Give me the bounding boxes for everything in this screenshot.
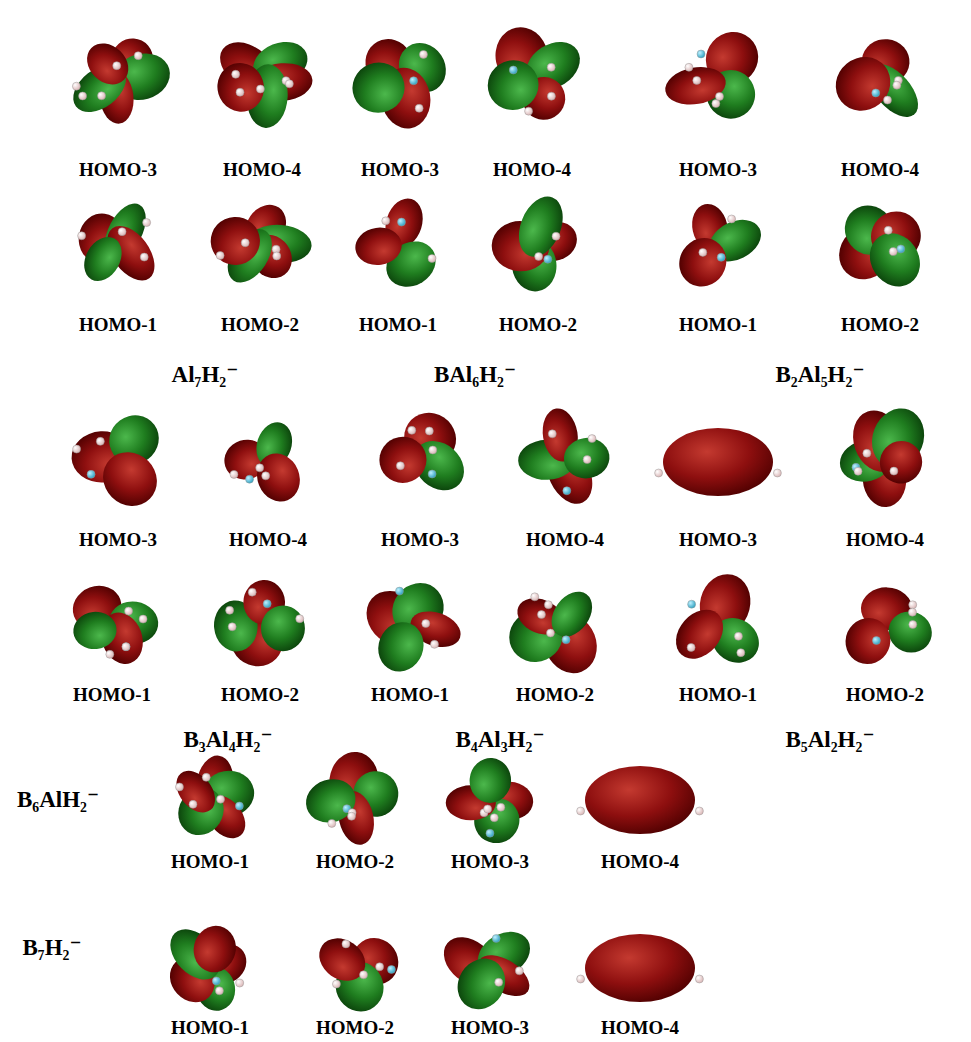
cluster-formula: BAl₆H₂⁻ (434, 362, 516, 387)
orbital-isosurface (670, 200, 768, 295)
orbital-label: HOMO-2 (221, 685, 299, 706)
cluster-formula: B₄Al₃H₂⁻ (455, 727, 544, 752)
cluster-formula: Al₇H₂⁻ (172, 362, 239, 387)
orbital-label: HOMO-2 (221, 315, 299, 336)
orbital-label: HOMO-4 (493, 160, 571, 181)
orbital-isosurface (825, 37, 927, 126)
orbital-label: HOMO-4 (229, 530, 307, 551)
cluster-formula: B₇H₂⁻ (22, 935, 81, 960)
orbital-label: HOMO-2 (316, 1018, 394, 1039)
orbital-label: HOMO-2 (846, 685, 924, 706)
orbital-isosurface (355, 573, 465, 679)
orbital-label: HOMO-3 (451, 852, 529, 873)
orbital-isosurface (64, 31, 175, 125)
orbital-label: HOMO-1 (79, 315, 157, 336)
orbital-label: HOMO-3 (679, 530, 757, 551)
orbital-label: HOMO-1 (679, 315, 757, 336)
cluster-formula: B₂Al₅H₂⁻ (775, 362, 864, 387)
orbital-label: HOMO-1 (171, 852, 249, 873)
orbital-isosurface (311, 929, 407, 1019)
cluster-formula: B₅Al₂H₂⁻ (785, 727, 874, 752)
orbital-isosurface (662, 21, 769, 128)
orbital-label: HOMO-4 (601, 852, 679, 873)
orbital-label: HOMO-1 (73, 685, 151, 706)
orbital-isosurface (348, 31, 455, 133)
orbital-isosurface (70, 405, 168, 517)
orbital-isosurface (161, 920, 254, 1014)
orbital-isosurface (353, 194, 444, 296)
orbital-label: HOMO-4 (601, 1018, 679, 1039)
orbital-label: HOMO-3 (381, 530, 459, 551)
orbital-label: HOMO-3 (679, 160, 757, 181)
orbital-isosurface (828, 196, 931, 297)
orbital-label: HOMO-4 (526, 530, 604, 551)
orbital-isosurface (211, 32, 314, 129)
cluster-formula: B₃Al₄H₂⁻ (183, 727, 272, 752)
orbital-isosurface (577, 934, 704, 1002)
orbital-label: HOMO-1 (679, 685, 757, 706)
orbital-isosurface (501, 584, 605, 681)
orbital-isosurface (491, 190, 584, 294)
orbital-label: HOMO-4 (223, 160, 301, 181)
orbital-label: HOMO-1 (371, 685, 449, 706)
orbital-isosurface (655, 428, 782, 496)
orbital-isosurface (212, 579, 305, 674)
orbital-label: HOMO-3 (79, 530, 157, 551)
orbital-label: HOMO-3 (79, 160, 157, 181)
orbital-isosurface (480, 23, 589, 126)
orbital-isosurface (434, 923, 538, 1018)
orbital-label: HOMO-2 (316, 852, 394, 873)
orbital-isosurface (838, 587, 938, 672)
orbital-isosurface (577, 766, 704, 834)
orbital-isosurface (518, 406, 613, 511)
orbital-isosurface (75, 197, 164, 289)
orbital-isosurface (446, 756, 534, 852)
orbital-isosurface (219, 417, 307, 508)
orbital-isosurface (169, 753, 258, 846)
orbital-label: HOMO-1 (359, 315, 437, 336)
orbital-label: HOMO-2 (499, 315, 577, 336)
orbital-isosurface (375, 403, 474, 501)
orbital-label: HOMO-4 (846, 530, 924, 551)
orbital-isosurface (210, 197, 313, 290)
orbital-isosurface (300, 749, 400, 848)
orbital-label: HOMO-4 (841, 160, 919, 181)
orbital-label: HOMO-3 (451, 1018, 529, 1039)
orbital-label: HOMO-1 (171, 1018, 249, 1039)
orbital-isosurface (67, 579, 161, 670)
orbital-isosurface (835, 401, 932, 509)
orbital-label: HOMO-2 (516, 685, 594, 706)
orbital-isosurface (666, 569, 767, 672)
cluster-formula: B₆AlH₂⁻ (17, 787, 99, 812)
orbital-label: HOMO-2 (841, 315, 919, 336)
orbital-label: HOMO-3 (361, 160, 439, 181)
